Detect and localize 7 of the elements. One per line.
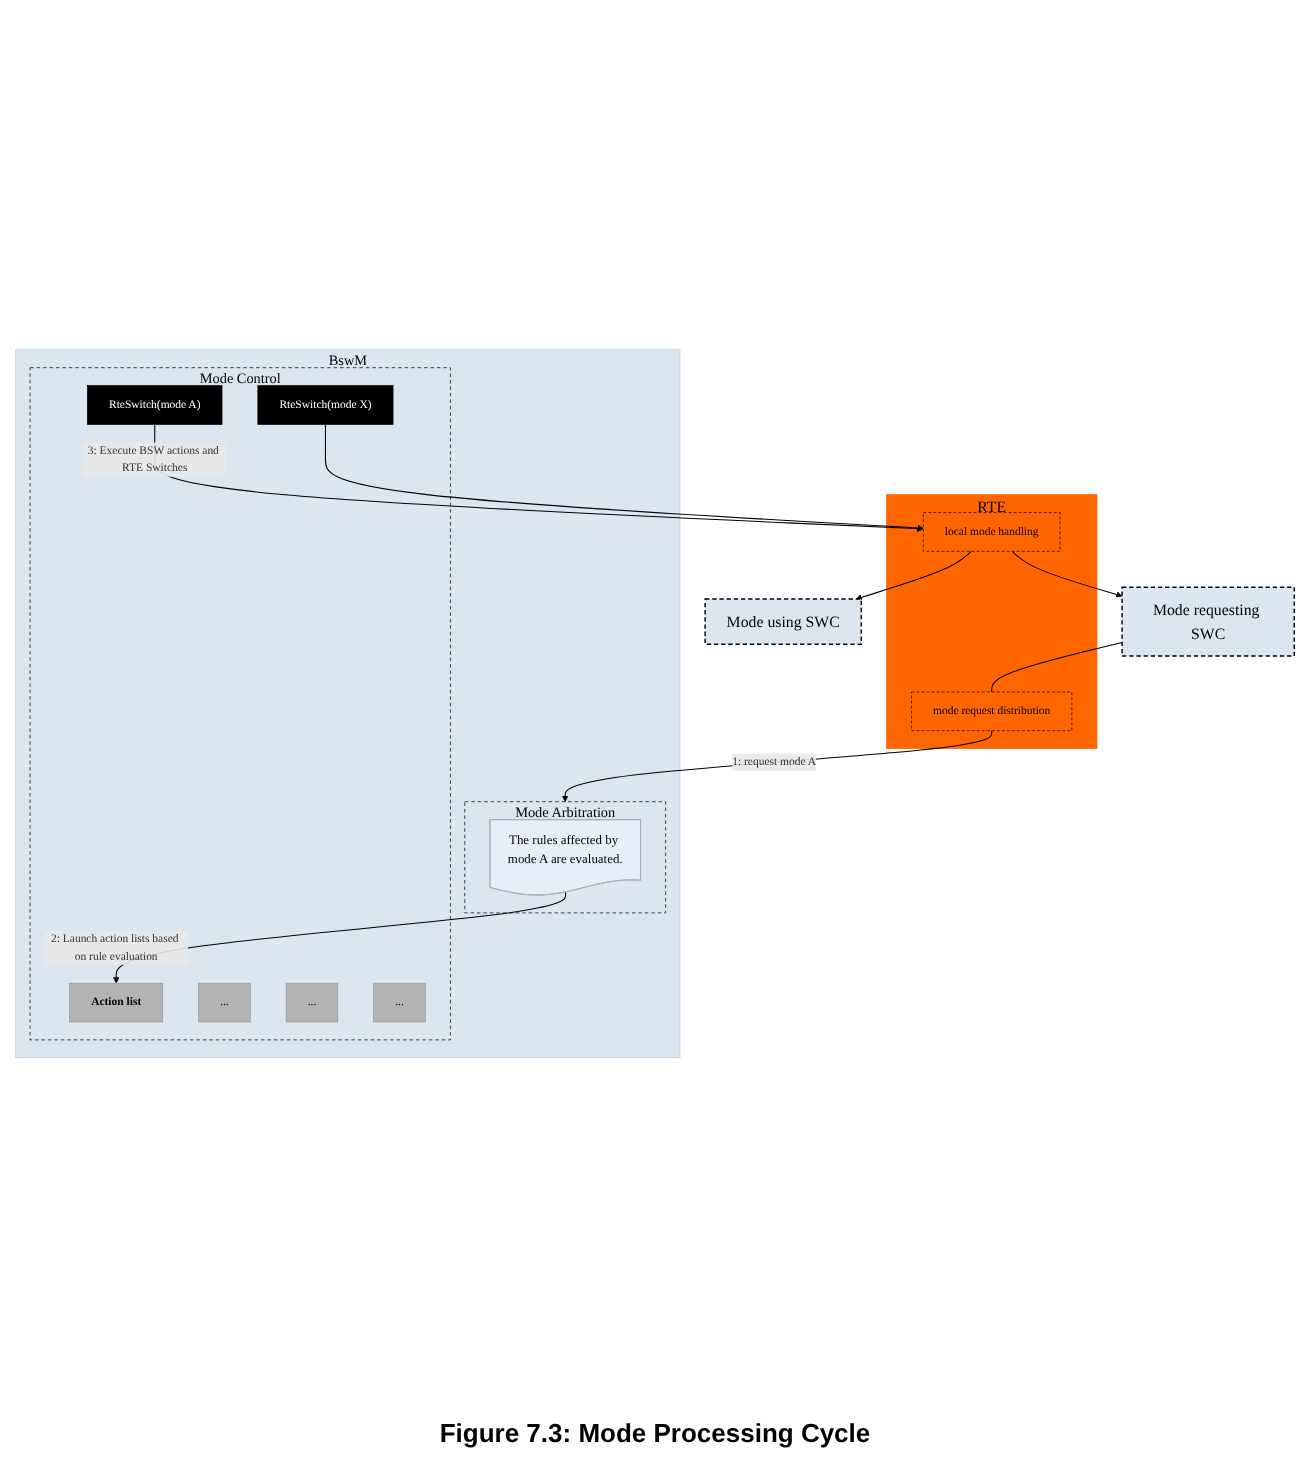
arrow bbox=[1011, 550, 1123, 597]
arrow bbox=[324, 423, 924, 531]
connector bbox=[991, 641, 1123, 692]
arrow bbox=[855, 550, 972, 600]
arrow bbox=[562, 729, 993, 802]
figure-caption: Figure 7.3: Mode Processing Cycle bbox=[439, 1416, 871, 1452]
arrow bbox=[154, 423, 924, 532]
